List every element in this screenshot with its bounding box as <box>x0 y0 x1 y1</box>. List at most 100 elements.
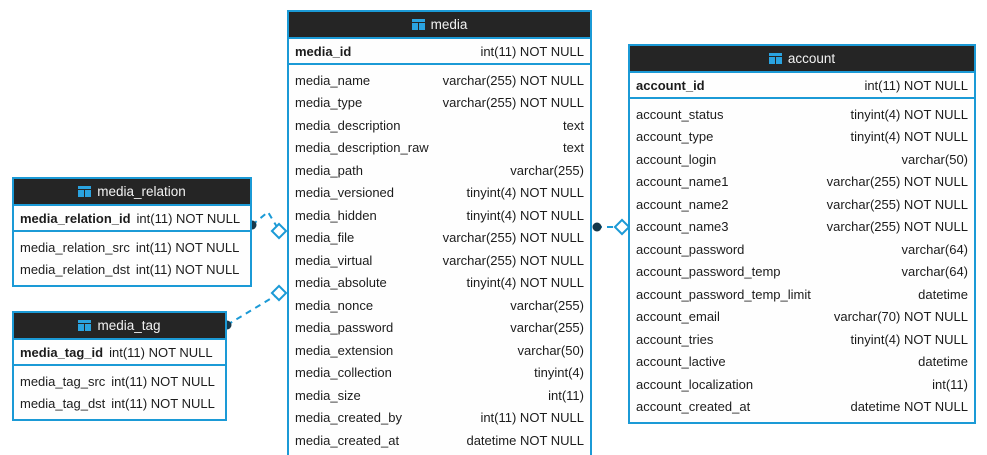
column-name: media_absolute <box>295 275 387 291</box>
column-type: varchar(50) <box>901 151 968 167</box>
filled-circle-marker <box>592 222 602 232</box>
entity-media-header: media <box>289 12 590 39</box>
column-type: varchar(255) NOT NULL <box>826 219 968 235</box>
entity-account-primary-key[interactable]: account_id int(11) NOT NULL <box>630 73 974 99</box>
column-name: account_password <box>636 241 745 257</box>
column-name: media_tag_dst <box>20 396 106 412</box>
table-icon <box>768 53 782 64</box>
table-row[interactable]: media_tag_src int(11) NOT NULL <box>14 370 225 393</box>
column-type: int(11) NOT NULL <box>480 43 584 59</box>
column-type: int(11) NOT NULL <box>135 262 240 278</box>
column-type: tinyint(4) <box>534 365 584 381</box>
column-type: varchar(255) <box>510 297 584 313</box>
entity-media_tag[interactable]: media_tag media_tag_id int(11) NOT NULL … <box>12 311 227 421</box>
column-type: int(11) NOT NULL <box>111 373 215 389</box>
column-name: media_relation_dst <box>20 262 130 278</box>
column-name: media_type <box>295 95 363 111</box>
column-type: tinyint(4) NOT NULL <box>850 129 968 145</box>
entity-media_relation-primary-key[interactable]: media_relation_id int(11) NOT NULL <box>14 206 250 232</box>
column-type: varchar(50) <box>517 342 584 358</box>
entity-media_relation[interactable]: media_relation media_relation_id int(11)… <box>12 177 252 287</box>
column-name: media_extension <box>295 342 394 358</box>
entity-media_relation-title: media_relation <box>97 183 186 199</box>
column-type: text <box>563 140 584 156</box>
column-type: datetime NOT NULL <box>850 399 968 415</box>
table-row[interactable]: media_created_at datetime NOT NULL <box>289 429 590 452</box>
column-name: account_localization <box>636 376 754 392</box>
table-row[interactable]: account_password_temp_limit datetime <box>630 283 974 306</box>
column-type: int(11) NOT NULL <box>135 239 240 255</box>
entity-account[interactable]: account account_id int(11) NOT NULL acco… <box>628 44 976 424</box>
entity-media_tag-header: media_tag <box>14 313 225 340</box>
column-name: media_file <box>295 230 355 246</box>
table-row[interactable]: media_file varchar(255) NOT NULL <box>289 227 590 250</box>
entity-media[interactable]: media media_id int(11) NOT NULL media_na… <box>287 10 592 455</box>
table-row[interactable]: media_relation_dst int(11) NOT NULL <box>14 259 250 282</box>
entity-media_tag-primary-key[interactable]: media_tag_id int(11) NOT NULL <box>14 340 225 366</box>
column-name: media_id <box>295 43 352 59</box>
column-name: media_tag_src <box>20 373 106 389</box>
column-name: account_password_temp <box>636 264 781 280</box>
column-type: int(11) NOT NULL <box>109 344 213 360</box>
column-name: account_tries <box>636 331 714 347</box>
column-type: varchar(255) NOT NULL <box>442 72 584 88</box>
column-name: media_virtual <box>295 252 373 268</box>
column-type: datetime <box>918 286 968 302</box>
entity-media-primary-key[interactable]: media_id int(11) NOT NULL <box>289 39 590 65</box>
column-name: media_collection <box>295 365 392 381</box>
table-row[interactable]: account_password_temp varchar(64) <box>630 261 974 284</box>
column-type: datetime NOT NULL <box>466 432 584 448</box>
column-type: int(11) NOT NULL <box>480 410 584 426</box>
column-name: account_id <box>636 77 705 93</box>
column-name: account_email <box>636 309 720 325</box>
column-type: varchar(255) <box>510 162 584 178</box>
entity-account-header: account <box>630 46 974 73</box>
column-name: account_name2 <box>636 196 729 212</box>
table-row[interactable]: media_collection tinyint(4) <box>289 362 590 385</box>
column-type: varchar(255) <box>510 320 584 336</box>
column-name: account_password_temp_limit <box>636 286 811 302</box>
table-row[interactable]: media_extension varchar(50) <box>289 339 590 362</box>
column-name: media_size <box>295 387 361 403</box>
column-type: varchar(255) NOT NULL <box>826 174 968 190</box>
column-name: media_tag_id <box>20 344 104 360</box>
column-type: varchar(255) NOT NULL <box>442 230 584 246</box>
entity-account-title: account <box>787 50 836 66</box>
column-type: text <box>563 117 584 133</box>
column-name: media_created_at <box>295 432 400 448</box>
entity-media_relation-header: media_relation <box>14 179 250 206</box>
table-icon <box>78 186 92 197</box>
column-type: varchar(64) <box>901 264 968 280</box>
open-diamond-marker <box>270 222 288 240</box>
